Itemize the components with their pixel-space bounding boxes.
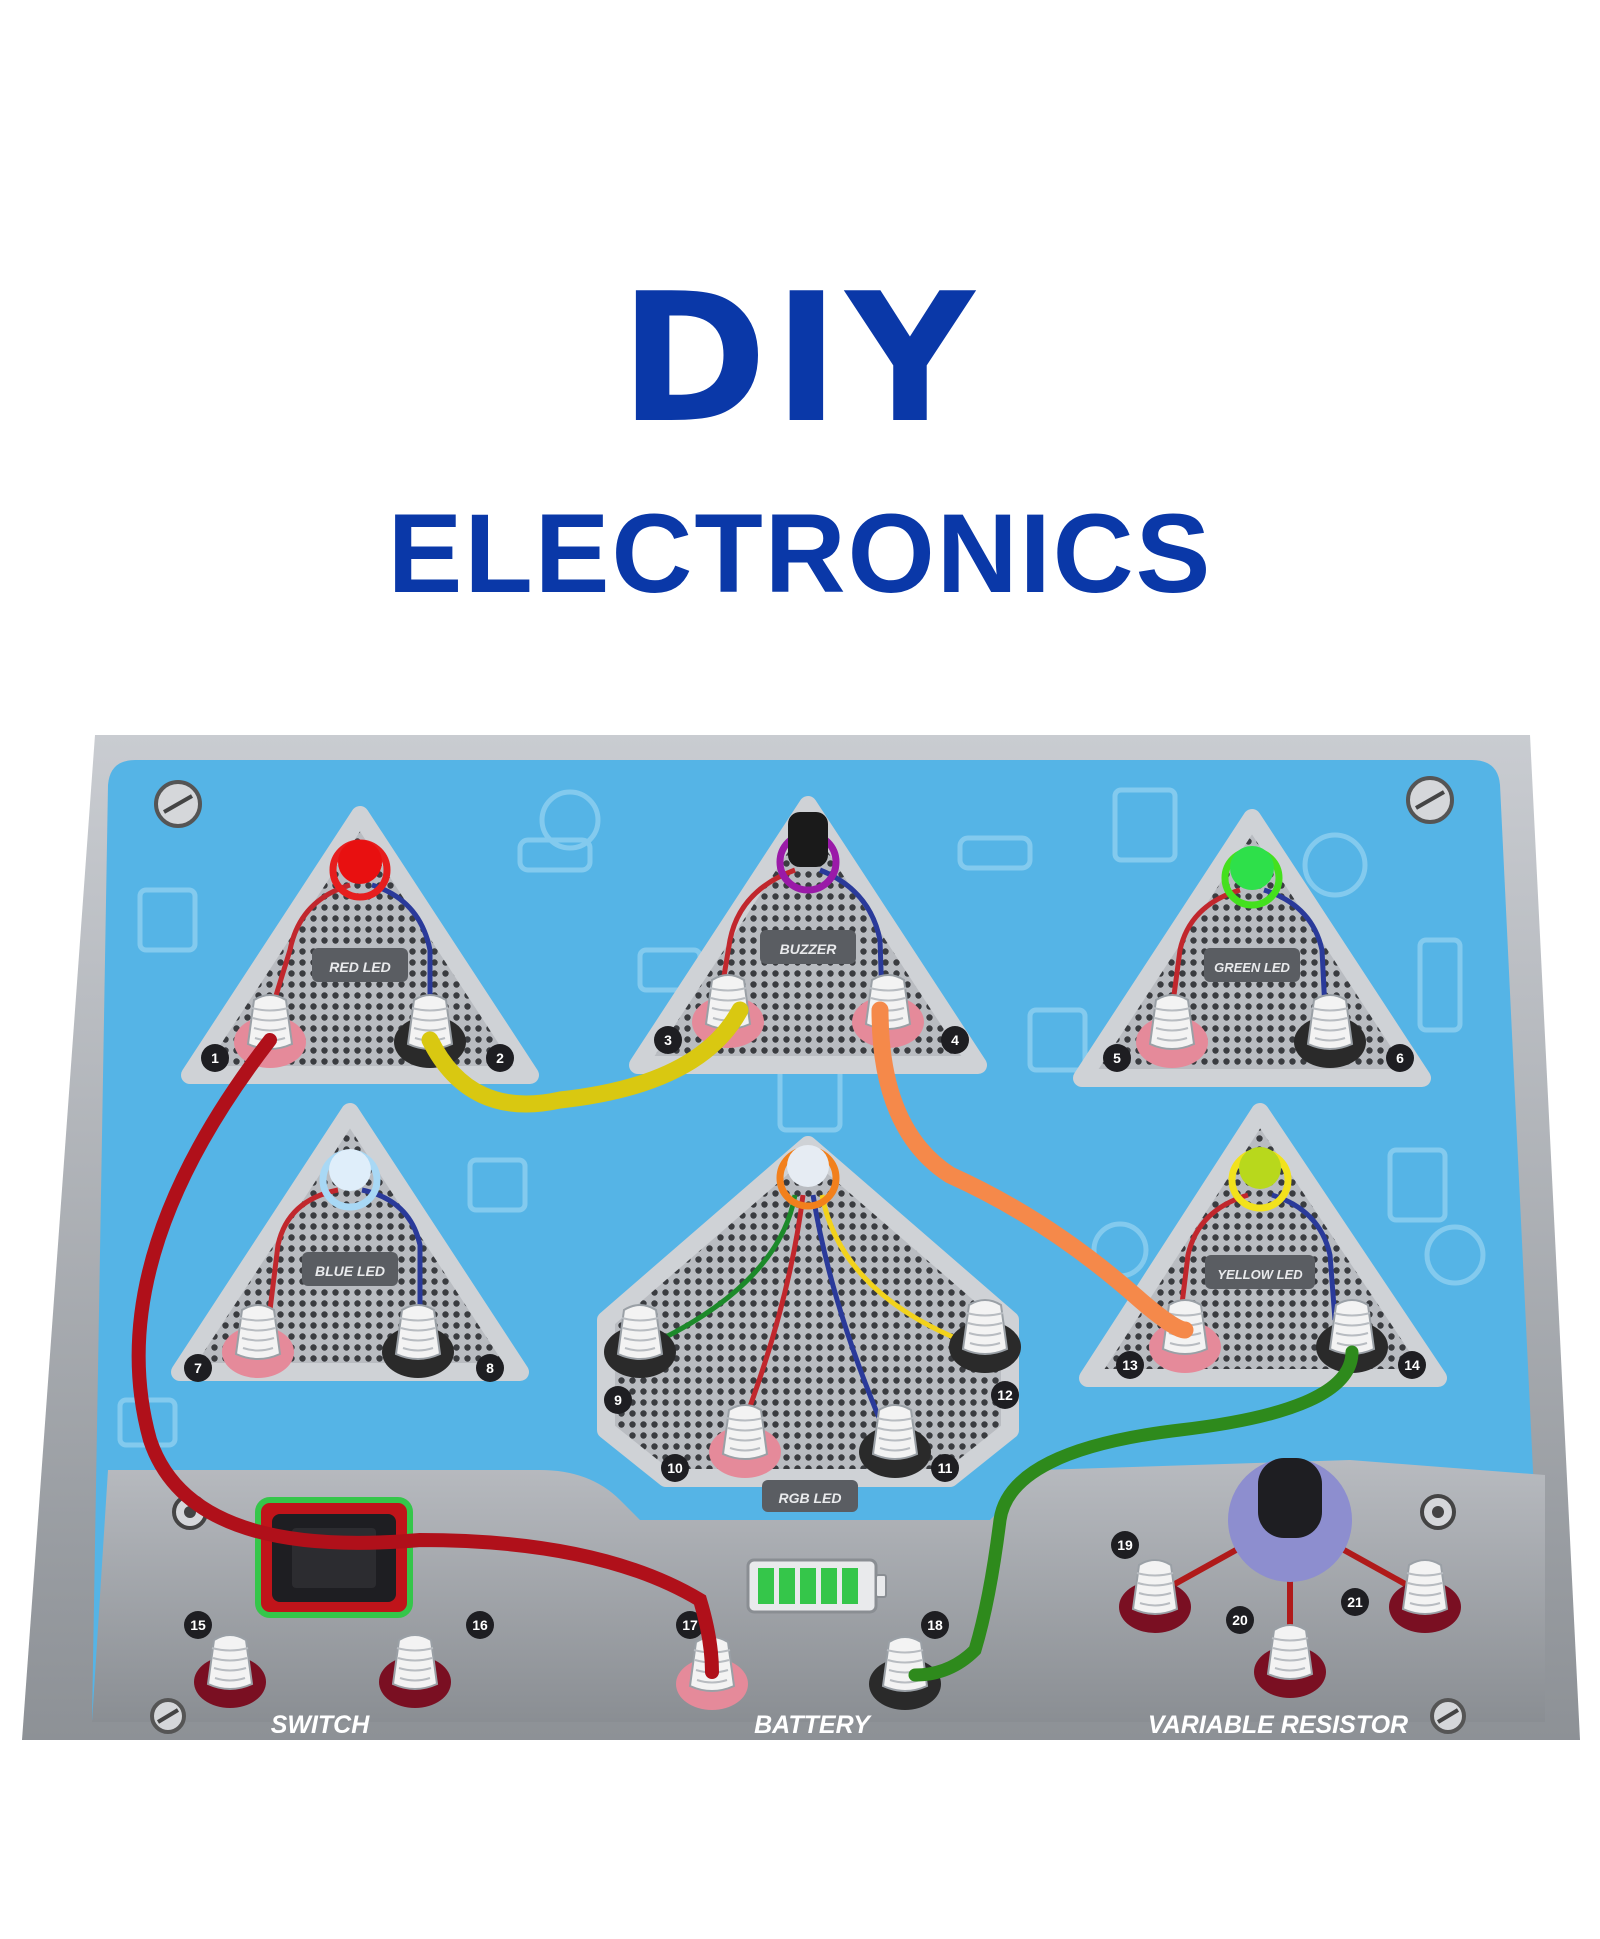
buzzer-label: BUZZER xyxy=(780,941,838,957)
wire-yellow xyxy=(421,1001,749,1113)
terminal-20[interactable] xyxy=(1254,1624,1326,1698)
toggle-switch[interactable] xyxy=(255,1497,413,1618)
terminal-number-badge xyxy=(184,1611,212,1639)
terminal-number: 7 xyxy=(194,1360,202,1376)
terminal-number: 18 xyxy=(927,1617,943,1633)
terminal-number-badge xyxy=(1226,1606,1254,1634)
rgb-led-icon xyxy=(787,1145,829,1187)
wire-orange xyxy=(871,1001,1194,1339)
battery-label: BATTERY xyxy=(754,1711,872,1739)
terminal-number: 8 xyxy=(486,1360,494,1376)
terminal-number: 3 xyxy=(664,1032,672,1048)
terminal-number-badge xyxy=(201,1044,229,1072)
terminal-15[interactable] xyxy=(194,1634,266,1708)
terminal-11[interactable] xyxy=(859,1404,931,1478)
wires xyxy=(131,1001,1359,1682)
terminal-19[interactable] xyxy=(1119,1559,1191,1633)
terminal-number: 2 xyxy=(496,1050,504,1066)
terminal-10[interactable] xyxy=(709,1404,781,1478)
terminal-number-badge xyxy=(486,1044,514,1072)
terminal-number: 6 xyxy=(1396,1050,1404,1066)
terminal-13[interactable] xyxy=(1149,1299,1221,1373)
terminal-number: 17 xyxy=(682,1617,698,1633)
blue-led-icon xyxy=(329,1149,371,1191)
title-diy: DIY xyxy=(619,255,981,462)
terminal-number: 5 xyxy=(1113,1050,1121,1066)
terminal-number-badge xyxy=(654,1026,682,1054)
yellow-led-label: YELLOW LED xyxy=(1217,1267,1303,1282)
terminal-number-badge xyxy=(921,1611,949,1639)
terminal-number-badge xyxy=(466,1611,494,1639)
screw-top-left xyxy=(154,780,202,828)
variable-resistor xyxy=(1153,1458,1427,1660)
terminal-number-badge xyxy=(991,1381,1019,1409)
terminal-number-badge xyxy=(1103,1044,1131,1072)
buzzer-icon xyxy=(788,812,828,867)
terminal-number-badge xyxy=(941,1026,969,1054)
terminal-number: 12 xyxy=(997,1387,1013,1403)
terminal-number-badge xyxy=(661,1454,689,1482)
terminal-5[interactable] xyxy=(1136,994,1208,1068)
screw-top-right xyxy=(1406,776,1454,824)
terminal-number-badge xyxy=(476,1354,504,1382)
terminal-number: 16 xyxy=(472,1617,488,1633)
terminal-6[interactable] xyxy=(1294,994,1366,1068)
terminal-8[interactable] xyxy=(382,1304,454,1378)
wire-red xyxy=(131,1033,719,1679)
terminal-number: 15 xyxy=(190,1617,206,1633)
screw-bottom-right xyxy=(1430,1698,1466,1734)
terminal-9[interactable] xyxy=(604,1304,676,1378)
terminal-number-badge xyxy=(604,1386,632,1414)
switch-label: SWITCH xyxy=(271,1711,371,1739)
screw-panel-right xyxy=(1420,1494,1456,1530)
terminal-number-badge xyxy=(1341,1588,1369,1616)
terminal-21[interactable] xyxy=(1389,1559,1461,1633)
screw-bottom-left xyxy=(150,1698,186,1734)
terminal-number-badge xyxy=(1111,1531,1139,1559)
title-electronics: ELECTRONICS xyxy=(387,491,1213,616)
wire-green xyxy=(908,1345,1359,1682)
terminal-number: 20 xyxy=(1232,1612,1248,1628)
variable-resistor-label: VARIABLE RESISTOR xyxy=(1148,1711,1408,1739)
terminal-number-badge xyxy=(1398,1351,1426,1379)
green-led-label: GREEN LED xyxy=(1214,960,1290,975)
terminal-number: 4 xyxy=(951,1032,959,1048)
red-led-icon xyxy=(338,840,382,884)
red-led-label: RED LED xyxy=(329,959,390,975)
terminal-7[interactable] xyxy=(222,1304,294,1378)
terminal-number: 10 xyxy=(667,1460,683,1476)
yellow-led-icon xyxy=(1239,1147,1281,1189)
rgb-led-label: RGB LED xyxy=(779,1490,842,1506)
terminal-number-badge xyxy=(676,1611,704,1639)
resistor-knob[interactable] xyxy=(1258,1458,1322,1538)
terminal-number: 13 xyxy=(1122,1357,1138,1373)
terminal-number-badge xyxy=(1116,1351,1144,1379)
terminal-number: 1 xyxy=(211,1050,219,1066)
terminal-number-badge xyxy=(1386,1044,1414,1072)
green-led-icon xyxy=(1230,846,1274,890)
terminal-number: 14 xyxy=(1404,1357,1420,1373)
terminal-number: 21 xyxy=(1347,1594,1363,1610)
terminal-number: 9 xyxy=(614,1392,622,1408)
battery-icon xyxy=(746,1558,887,1614)
terminal-number: 11 xyxy=(938,1460,953,1476)
terminal-16[interactable] xyxy=(379,1634,451,1708)
terminal-number-badge xyxy=(931,1454,959,1482)
terminal-12[interactable] xyxy=(949,1299,1021,1373)
terminal-number-badge xyxy=(184,1354,212,1382)
background-doodles xyxy=(117,787,1486,1448)
terminal-number: 19 xyxy=(1117,1537,1133,1553)
blue-led-label: BLUE LED xyxy=(315,1263,385,1279)
